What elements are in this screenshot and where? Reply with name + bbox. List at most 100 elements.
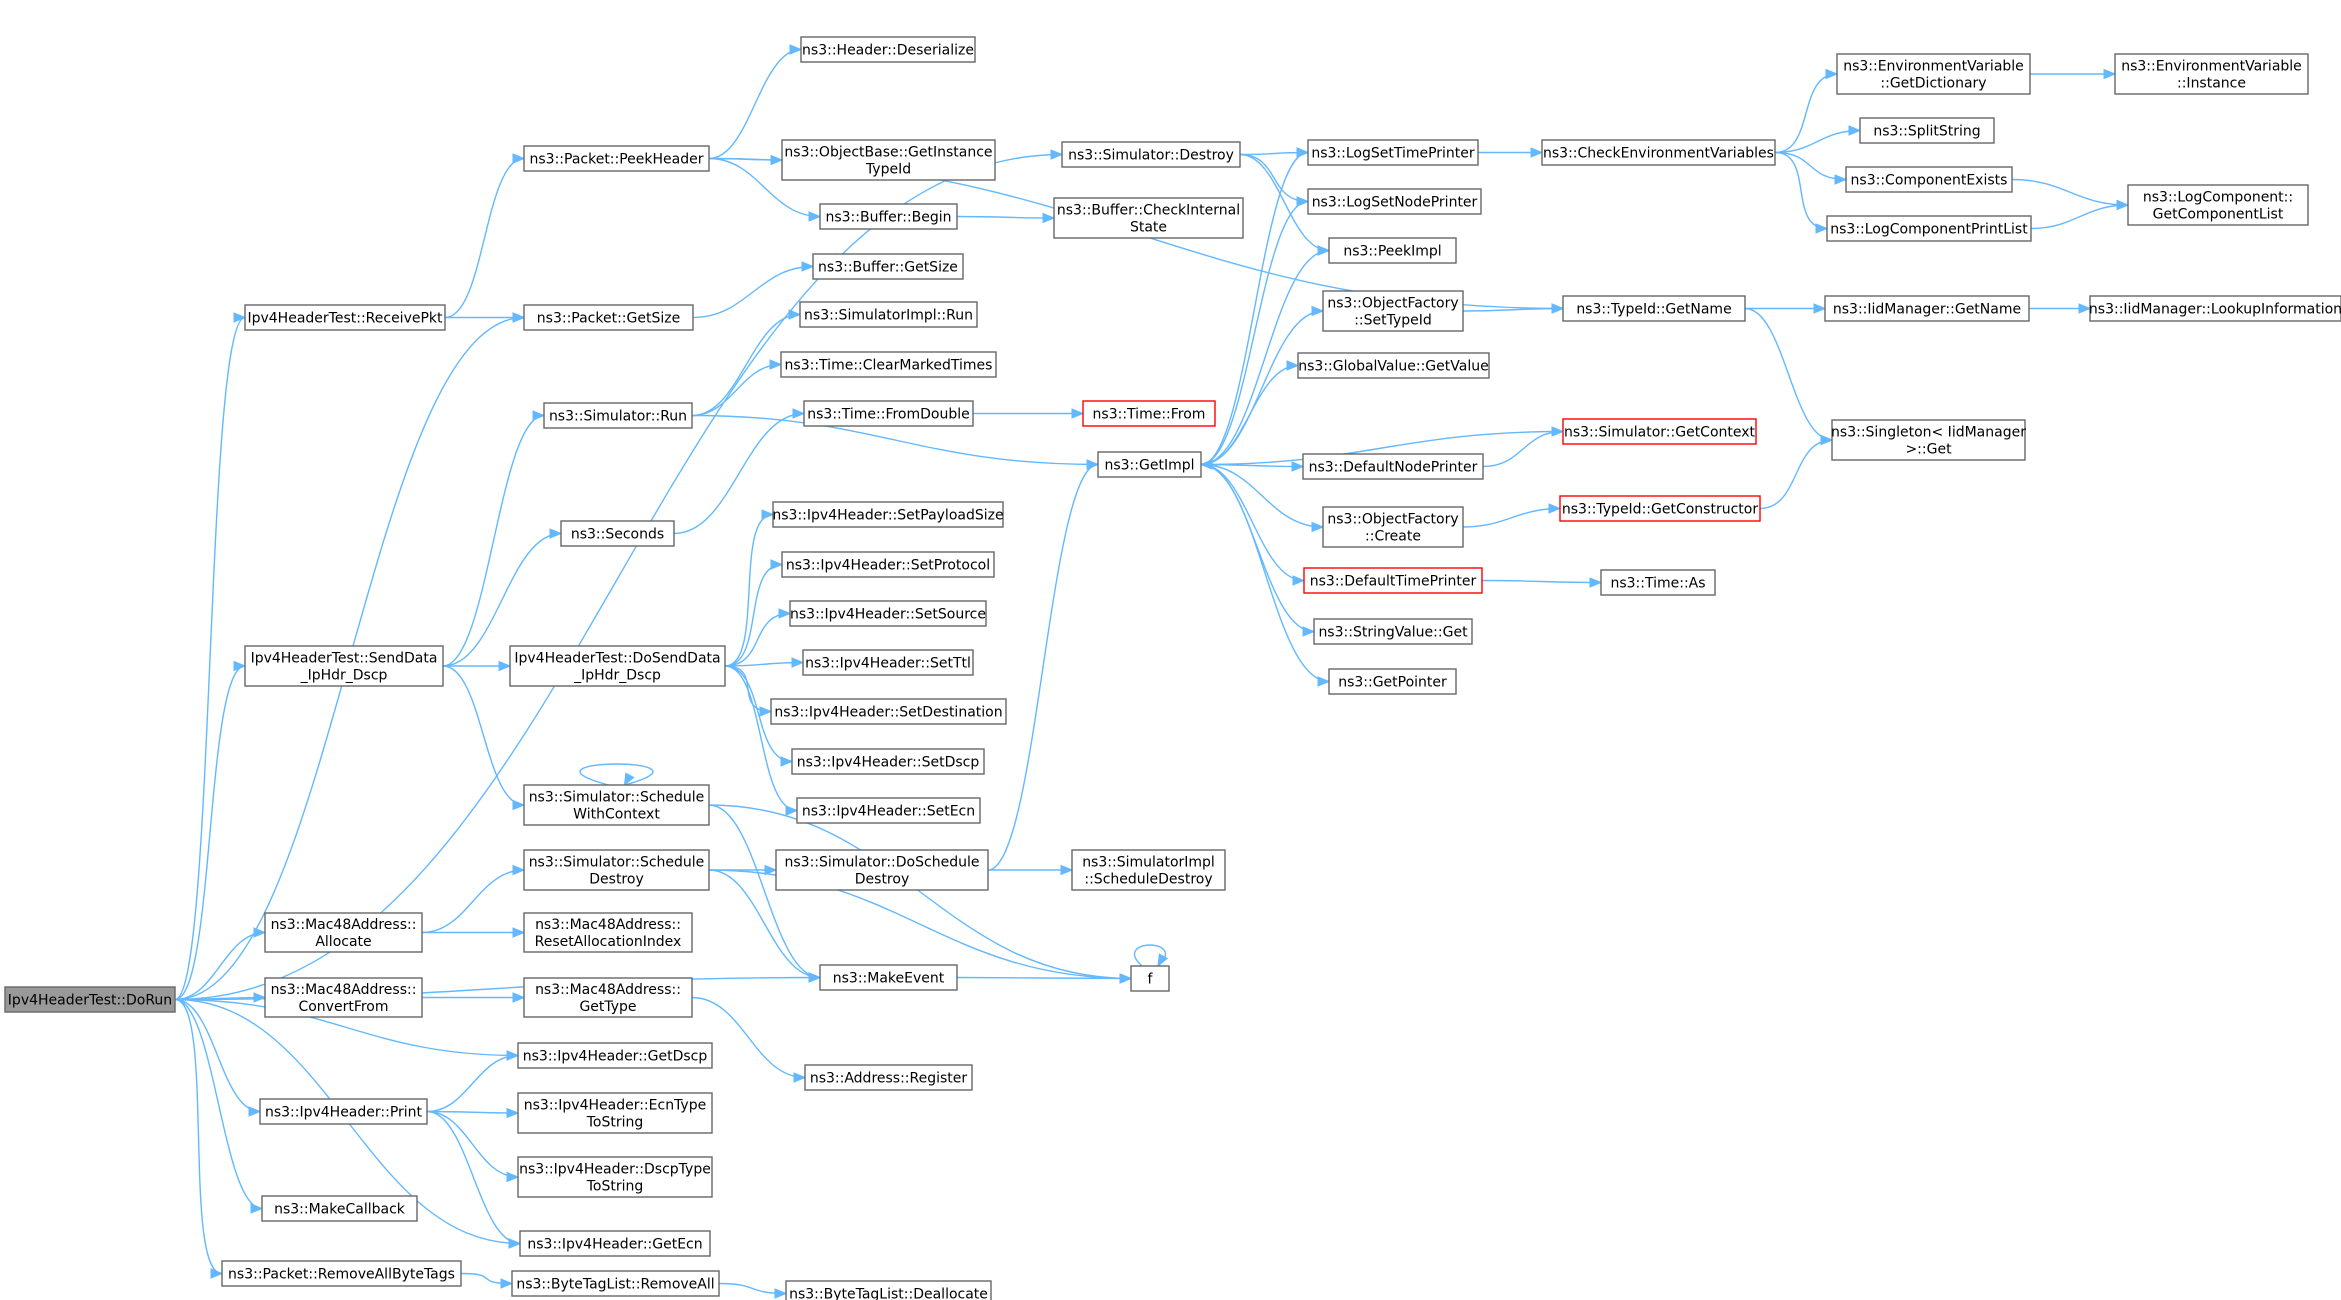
edge-iid_getname-to-iid_lookup [2029,303,2092,314]
node-box [1322,290,1464,332]
node-setdscp[interactable]: ns3::Ipv4Header::SetDscp [791,748,985,775]
node-fromdouble[interactable]: ns3::Time::FromDouble [803,400,974,427]
edge-getimpl-to-peekimpl [1200,245,1331,466]
node-sim_destroy[interactable]: ns3::Simulator::Destroy [1061,141,1241,168]
node-of_settid[interactable]: ns3::ObjectFactory::SetTypeId [1322,290,1464,332]
node-getpointer[interactable]: ns3::GetPointer [1328,668,1457,695]
node-box [517,1156,713,1198]
node-label: ::GetDictionary [1880,76,1986,92]
node-makecallback[interactable]: ns3::MakeCallback [261,1195,418,1222]
node-env_instance[interactable]: ns3::EnvironmentVariable::Instance [2114,53,2309,95]
node-getimpl[interactable]: ns3::GetImpl [1097,451,1202,478]
node-label: ns3::GetPointer [1338,675,1447,691]
node-logsetnode[interactable]: ns3::LogSetNodePrinter [1307,188,1482,215]
node-iid_lookup[interactable]: ns3::IidManager::LookupInformation [2089,295,2341,322]
node-btl_dealloc[interactable]: ns3::ByteTagList::Deallocate [785,1280,992,1300]
node-gv_getvalue[interactable]: ns3::GlobalValue::GetValue [1297,352,1490,379]
node-getdscp[interactable]: ns3::Ipv4Header::GetDscp [517,1042,713,1069]
node-tid_getname[interactable]: ns3::TypeId::GetName [1562,295,1746,322]
node-box [1302,453,1484,480]
node-seconds[interactable]: ns3::Seconds [560,520,675,547]
node-removeallbytetags[interactable]: ns3::Packet::RemoveAllByteTags [221,1260,462,1287]
node-ip_print[interactable]: ns3::Ipv4Header::Print [259,1098,428,1125]
node-dorun[interactable]: Ipv4HeaderTest::DoRun [4,986,176,1013]
node-label: ns3::ObjectFactory [1327,512,1458,528]
node-checkenv[interactable]: ns3::CheckEnvironmentVariables [1541,139,1776,166]
node-mac_conv[interactable]: ns3::Mac48Address::ConvertFrom [264,977,423,1018]
node-sim_getctx[interactable]: ns3::Simulator::GetContext [1562,418,1757,445]
node-defnodeprinter[interactable]: ns3::DefaultNodePrinter [1302,453,1484,480]
node-setdest[interactable]: ns3::Ipv4Header::SetDestination [770,698,1007,725]
node-box [1297,352,1490,379]
node-pkt_getsize[interactable]: ns3::Packet::GetSize [523,304,694,331]
node-box [800,36,976,63]
node-hdr_deser[interactable]: ns3::Header::Deserialize [800,36,976,63]
node-dosenddata[interactable]: Ipv4HeaderTest::DoSendData_IpHdr_Dscp [509,645,726,687]
node-box [775,849,989,891]
node-compexists[interactable]: ns3::ComponentExists [1845,166,2013,193]
node-label: ns3::Simulator::Destroy [1068,148,1234,164]
node-peekimpl[interactable]: ns3::PeekImpl [1328,237,1457,264]
node-box [1826,215,2032,242]
node-label: ns3::TypeId::GetName [1576,302,1731,318]
edge-dosenddata-to-setpayload [724,509,775,667]
node-receivepkt[interactable]: Ipv4HeaderTest::ReceivePkt [244,304,446,331]
node-buf_getsize[interactable]: ns3::Buffer::GetSize [812,253,964,280]
node-mac_alloc[interactable]: ns3::Mac48Address::Allocate [264,912,423,953]
node-label: ns3::LogSetTimePrinter [1311,146,1475,162]
node-makeevent[interactable]: ns3::MakeEvent [819,964,958,991]
node-mac_gettype[interactable]: ns3::Mac48Address::GetType [523,977,693,1018]
node-label: ns3::Singleton< IidManager [1831,425,2026,441]
node-box [1600,569,1716,596]
edge-removeallbytetags-to-btl_removeall [460,1272,514,1289]
node-box [1541,139,1776,166]
node-label: ResetAllocationIndex [535,934,682,950]
node-simimpl_run[interactable]: ns3::SimulatorImpl::Run [799,301,978,328]
node-tid_getctor[interactable]: ns3::TypeId::GetConstructor [1559,495,1761,522]
node-label: ns3::IidManager::GetName [1833,302,2021,318]
node-buf_begin[interactable]: ns3::Buffer::Begin [819,203,958,230]
node-label: ns3::Mac48Address:: [271,917,417,933]
node-getecn[interactable]: ns3::Ipv4Header::GetEcn [519,1230,711,1257]
node-logcomp_getlist[interactable]: ns3::LogComponent::GetComponentList [2127,184,2309,226]
node-singleton_get[interactable]: ns3::Singleton< IidManager>::Get [1831,419,2026,461]
node-setecn[interactable]: ns3::Ipv4Header::SetEcn [796,797,981,824]
node-setttl[interactable]: ns3::Ipv4Header::SetTtl [802,649,974,676]
node-splitstring[interactable]: ns3::SplitString [1859,117,1995,144]
node-setpayload[interactable]: ns3::Ipv4Header::SetPayloadSize [772,501,1004,528]
edge-dorun-to-removeallbytetags [174,998,224,1279]
node-iid_getname[interactable]: ns3::IidManager::GetName [1824,295,2030,322]
node-box [2089,295,2341,322]
edge-of_settid-to-tid_getname [1462,303,1565,314]
node-btl_removeall[interactable]: ns3::ByteTagList::RemoveAll [511,1270,720,1297]
node-scheddestroy[interactable]: ns3::Simulator::ScheduleDestroy [523,849,710,891]
node-strval_get[interactable]: ns3::StringValue::Get [1313,618,1473,645]
node-box [4,986,176,1013]
node-f[interactable]: f [1130,965,1170,992]
node-clearmarked[interactable]: ns3::Time::ClearMarkedTimes [780,351,997,378]
node-time_from[interactable]: ns3::Time::From [1082,400,1216,427]
node-setsource[interactable]: ns3::Ipv4Header::SetSource [789,600,987,627]
node-peekheader[interactable]: ns3::Packet::PeekHeader [523,145,710,172]
node-logsettime[interactable]: ns3::LogSetTimePrinter [1307,139,1479,166]
node-mac_reset[interactable]: ns3::Mac48Address::ResetAllocationIndex [523,912,693,953]
node-of_create[interactable]: ns3::ObjectFactory::Create [1322,506,1464,548]
node-logcompprint[interactable]: ns3::LogComponentPrintList [1826,215,2032,242]
node-env_getdict[interactable]: ns3::EnvironmentVariable::GetDictionary [1836,53,2031,95]
node-setprotocol[interactable]: ns3::Ipv4Header::SetProtocol [781,551,995,578]
node-addr_register[interactable]: ns3::Address::Register [804,1064,973,1091]
node-sim_run[interactable]: ns3::Simulator::Run [543,402,693,429]
node-deftimeprinter[interactable]: ns3::DefaultTimePrinter [1303,567,1483,594]
node-label: ns3::Mac48Address:: [535,982,681,998]
node-senddata[interactable]: Ipv4HeaderTest::SendData_IpHdr_Dscp [244,645,444,687]
edge-sim_getctx-to-getimpl [1199,430,1564,470]
node-simimpl_schedd[interactable]: ns3::SimulatorImpl::ScheduleDestroy [1071,849,1226,891]
node-label: ns3::Simulator::Run [549,409,687,425]
node-time_as[interactable]: ns3::Time::As [1600,569,1716,596]
